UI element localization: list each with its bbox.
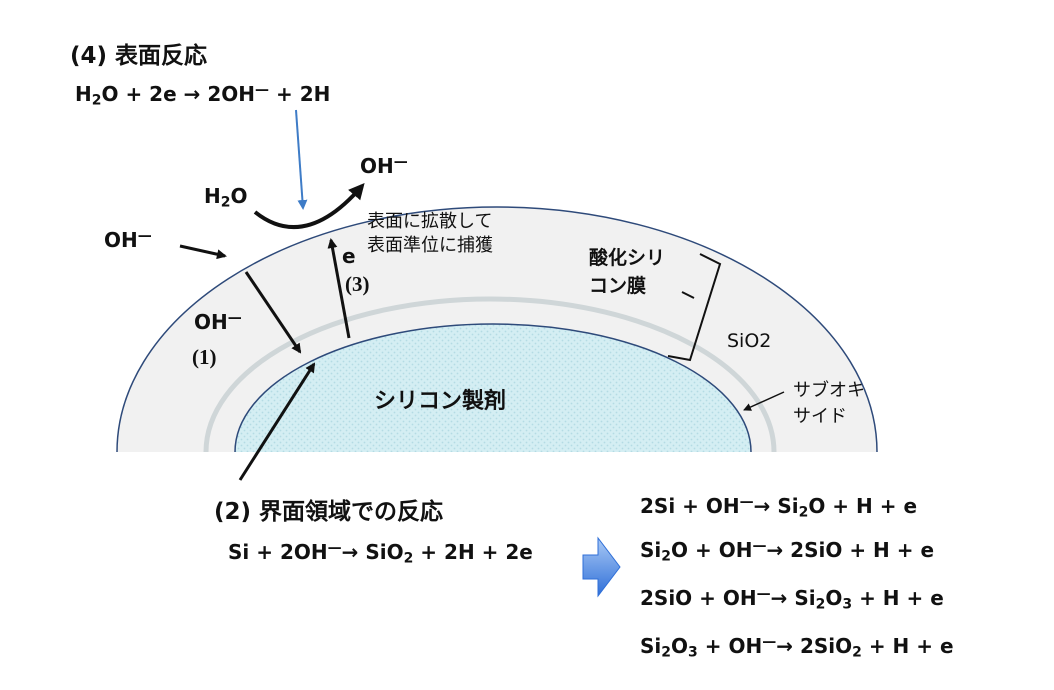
eq-part: O + OH — [671, 538, 753, 562]
h2o-to-oh-arrow — [253, 182, 365, 229]
suboxide-line2: サイド — [793, 406, 847, 427]
eq-part: → SiO — [341, 540, 404, 564]
label-diffusion: 表面に拡散して 表面準位に捕獲 — [367, 210, 493, 258]
label-step3: (3) — [345, 272, 370, 296]
eq-sub: 2 — [815, 596, 826, 613]
label-sup: — — [227, 310, 242, 326]
block-arrow — [582, 536, 621, 598]
silicon-substrate — [234, 323, 752, 452]
section4-equation: H2O + 2e → 2OH— + 2H — [75, 82, 330, 109]
label-text: OH — [194, 310, 228, 334]
oh-diffusion-arrow — [244, 271, 302, 354]
eq-part: + 2H — [269, 82, 331, 106]
suboxide-band — [203, 296, 777, 452]
eq-part: → 2SiO + H + e — [766, 538, 935, 562]
eq-part: → Si — [770, 586, 816, 610]
suboxide-pointer — [743, 391, 785, 411]
eq-part: → Si — [753, 494, 799, 518]
oxide-line1: 酸化シリ — [589, 247, 666, 269]
label-sup: — — [393, 154, 408, 170]
label-oh-left: OH— — [104, 228, 152, 252]
eq-part: 2Si + OH — [640, 494, 740, 518]
section4-title: (4) 表面反応 — [70, 43, 208, 69]
section2-title: (2) 界面領域での反応 — [214, 499, 444, 525]
eq-part: O — [825, 586, 843, 610]
label-electron: e — [342, 244, 356, 268]
interface-pointer-arrow — [238, 362, 316, 481]
oxide-bracket-tick — [681, 291, 695, 299]
label-oxide-film: 酸化シリ コン膜 — [589, 244, 665, 300]
eq-part: Si — [640, 538, 662, 562]
eq-sup: — — [762, 634, 777, 650]
eq-part: O — [671, 634, 689, 658]
surface-reaction-arrow — [295, 109, 308, 210]
eq-part: Si + 2OH — [228, 540, 328, 564]
label-text: H — [204, 184, 221, 208]
label-suboxide: サブオキ サイド — [793, 378, 865, 430]
eq-sup: — — [752, 538, 767, 554]
reaction-3: 2SiO + OH—→ Si2O3 + H + e — [640, 586, 944, 613]
eq-part: + H + e — [852, 586, 944, 610]
eq-sub: 2 — [852, 644, 862, 661]
diffusion-line1: 表面に拡散して — [367, 211, 493, 232]
eq-part: Si — [640, 634, 662, 658]
eq-part: 2SiO + OH — [640, 586, 757, 610]
label-text: OH — [104, 228, 138, 252]
eq-part: + H + e — [861, 634, 954, 658]
eq-sup: — — [756, 586, 771, 602]
eq-sub: 2 — [91, 92, 102, 109]
eq-part: O + H + e — [808, 494, 918, 518]
label-sio2: SiO2 — [727, 330, 772, 352]
eq-part: H — [75, 82, 92, 106]
label-text: O — [230, 184, 248, 208]
label-substrate: シリコン製剤 — [374, 389, 507, 414]
eq-sub: 2 — [661, 548, 672, 565]
eq-sup: — — [255, 82, 270, 98]
eq-part: O + 2e → 2OH — [101, 82, 256, 106]
label-sub: 2 — [220, 194, 231, 211]
label-h2o: H2O — [204, 184, 248, 211]
eq-sub: 2 — [661, 644, 672, 661]
label-oh-top: OH— — [360, 154, 408, 178]
eq-part: + OH — [697, 634, 763, 658]
diffusion-line2: 表面準位に捕獲 — [367, 235, 493, 256]
reaction-1: 2Si + OH—→ Si2O + H + e — [640, 494, 917, 521]
eq-part: + 2H + 2e — [413, 540, 533, 564]
eq-sup: — — [327, 540, 342, 556]
label-text: OH — [360, 154, 394, 178]
electron-arrow — [327, 238, 351, 339]
label-sup: — — [137, 228, 152, 244]
eq-sub: 2 — [798, 504, 809, 521]
label-oh-inner: OH— — [194, 310, 242, 334]
label-step1: (1) — [192, 345, 217, 369]
eq-sub: 3 — [842, 596, 853, 613]
oh-incoming-arrow — [179, 244, 227, 260]
oxide-line2: コン膜 — [589, 275, 647, 297]
eq-sub: 3 — [688, 644, 698, 661]
section2-equation: Si + 2OH—→ SiO2 + 2H + 2e — [228, 540, 533, 567]
eq-sub: 2 — [403, 550, 414, 567]
eq-part: → 2SiO — [776, 634, 853, 658]
eq-sup: — — [739, 494, 754, 510]
oxide-bracket — [667, 253, 722, 362]
suboxide-line1: サブオキ — [793, 380, 865, 401]
reaction-2: Si2O + OH—→ 2SiO + H + e — [640, 538, 934, 565]
reaction-4: Si2O3 + OH—→ 2SiO2 + H + e — [640, 634, 954, 661]
